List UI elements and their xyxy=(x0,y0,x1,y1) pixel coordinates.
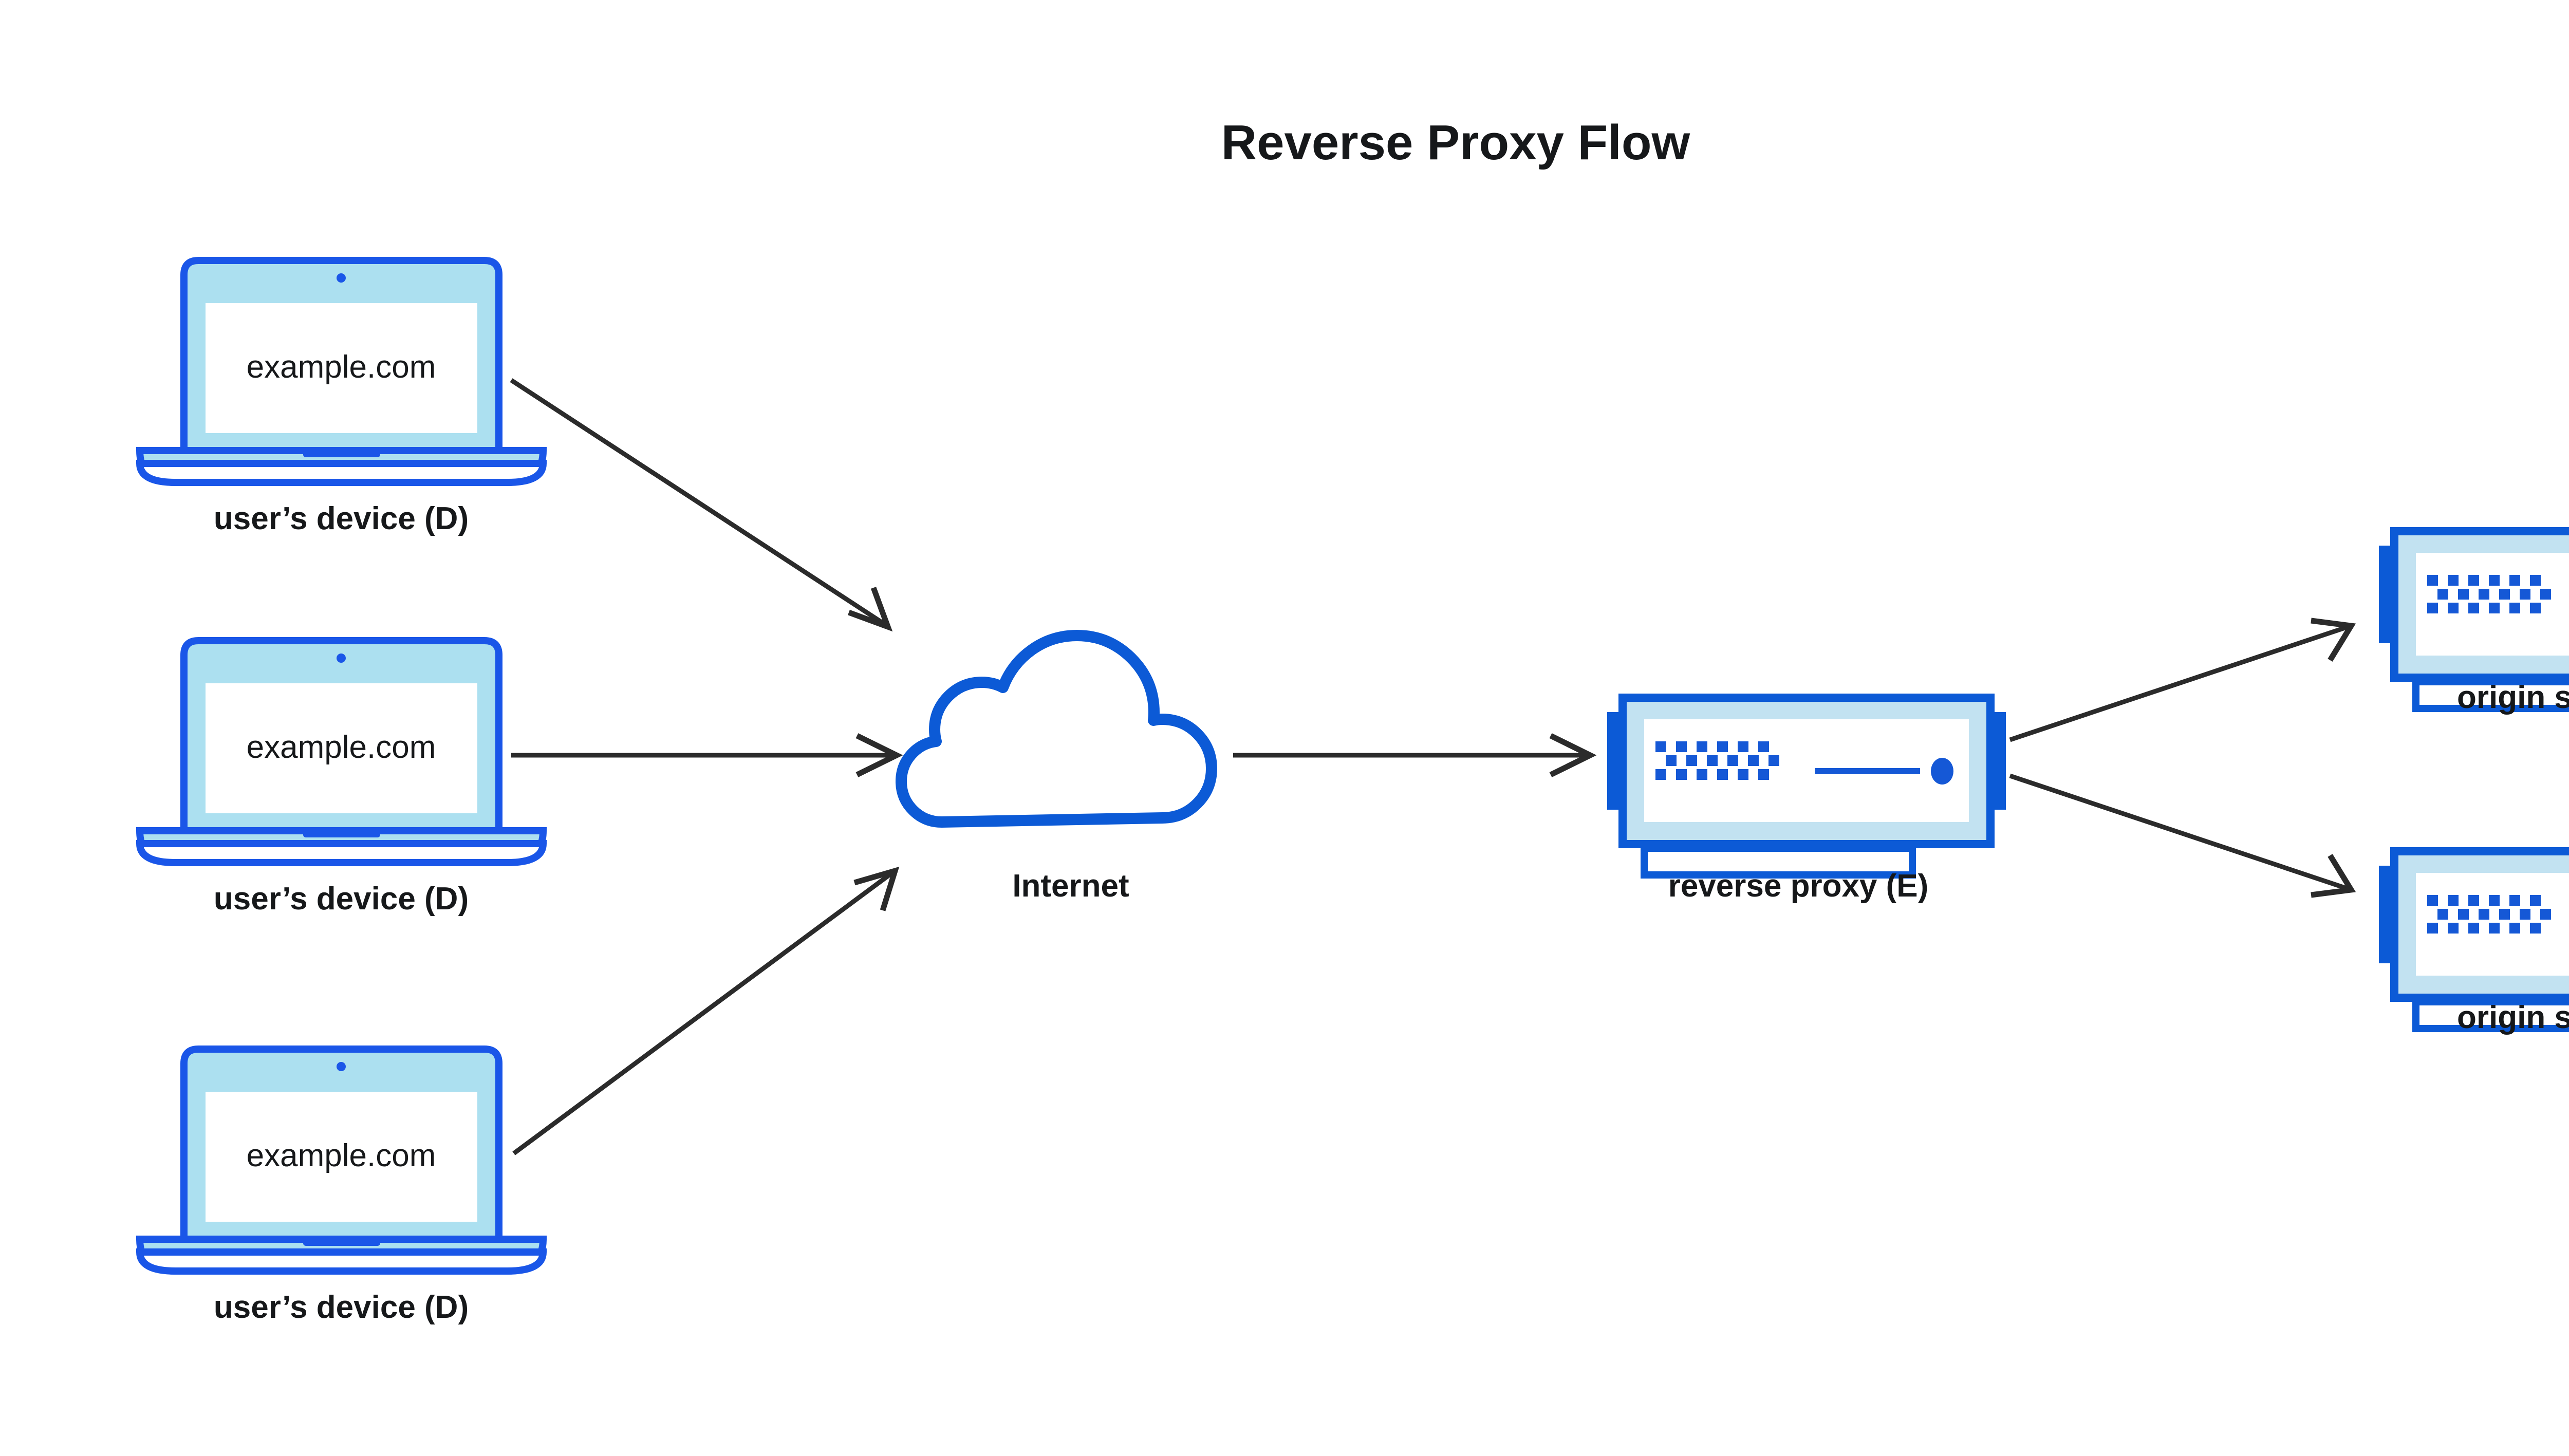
laptop-base-edge xyxy=(136,1248,547,1275)
server-base xyxy=(2412,678,2569,712)
server-vent-grid xyxy=(2427,575,2551,613)
device-screen-text: example.com xyxy=(247,349,436,385)
device-screen-text: example.com xyxy=(247,730,436,765)
origin-server-label: origin server (F) xyxy=(2457,680,2569,715)
device-node-top[interactable]: example.com user’s device (D) xyxy=(136,257,547,536)
laptop-base-lower xyxy=(140,1252,543,1271)
device-label: user’s device (D) xyxy=(214,501,469,536)
camera-dot-icon xyxy=(337,1062,346,1071)
laptop-base-lower xyxy=(140,844,543,863)
origin-server-node-bottom[interactable]: origin server (F) xyxy=(2379,847,2569,1035)
server-base xyxy=(2412,998,2569,1032)
reverse-proxy-label: reverse proxy (E) xyxy=(1668,868,1929,904)
server-base xyxy=(1641,845,1916,879)
internet-node[interactable]: Internet xyxy=(896,630,1217,904)
edge-proxy-to-origin-bottom xyxy=(2009,773,2356,898)
camera-dot-icon xyxy=(337,273,346,283)
reverse-proxy-node[interactable]: reverse proxy (E) xyxy=(1607,694,2006,904)
server-vent-grid xyxy=(1655,741,1779,780)
internet-label: Internet xyxy=(1012,868,1129,904)
edge-internet-to-proxy xyxy=(1233,733,1597,777)
edge-device-bottom-to-internet xyxy=(512,866,900,1155)
origin-server-label: origin server (F) xyxy=(2457,1000,2569,1035)
server-status-line xyxy=(1815,768,1920,774)
laptop-trackpad-notch xyxy=(303,451,380,457)
server-icon xyxy=(2379,527,2569,712)
laptop-base-lower xyxy=(140,463,543,482)
laptop-base-edge xyxy=(136,840,547,866)
laptop-trackpad-notch xyxy=(303,1239,380,1246)
device-label: user’s device (D) xyxy=(214,881,469,917)
edge-proxy-to-origin-top xyxy=(2009,618,2356,742)
laptop-trackpad-notch xyxy=(303,831,380,837)
edge-device-top-to-internet xyxy=(510,378,893,632)
server-icon xyxy=(1607,694,2006,879)
laptop-icon xyxy=(136,637,547,866)
edge-device-middle-to-internet xyxy=(511,733,903,777)
device-screen-text: example.com xyxy=(247,1138,436,1173)
device-label: user’s device (D) xyxy=(214,1290,469,1325)
device-node-bottom[interactable]: example.com user’s device (D) xyxy=(136,1046,547,1325)
camera-dot-icon xyxy=(337,654,346,663)
server-vent-grid xyxy=(2427,895,2551,934)
laptop-icon xyxy=(136,1046,547,1275)
server-icon xyxy=(2379,847,2569,1032)
laptop-screen xyxy=(206,1092,477,1222)
laptop-screen xyxy=(206,303,477,433)
server-faceplate xyxy=(1644,719,1969,822)
laptop-icon xyxy=(136,257,547,486)
device-node-middle[interactable]: example.com user’s device (D) xyxy=(136,637,547,917)
laptop-base-edge xyxy=(136,460,547,486)
laptop-screen xyxy=(206,683,477,813)
cloud-icon xyxy=(896,630,1217,828)
server-status-dot-icon xyxy=(1931,758,1953,785)
page-title: Reverse Proxy Flow xyxy=(1221,115,1690,170)
origin-server-node-top[interactable]: origin server (F) xyxy=(2379,527,2569,715)
